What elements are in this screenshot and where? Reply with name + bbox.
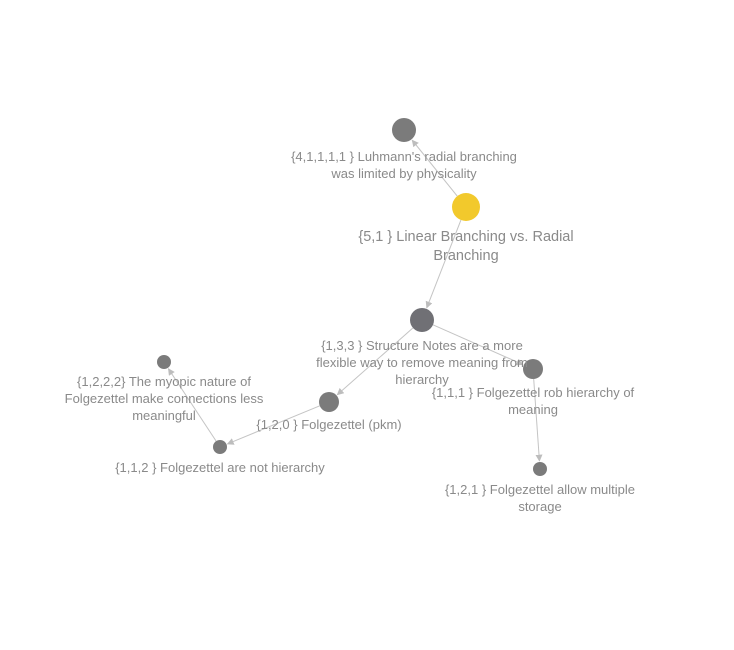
node-label-line: {1,3,3 } Structure Notes are a more	[321, 338, 523, 353]
node-label-line: meaningful	[132, 408, 196, 423]
node-label-line: Branching	[433, 248, 498, 264]
graph-node-n112[interactable]	[213, 440, 227, 454]
graph-node-n133[interactable]	[410, 308, 434, 332]
edge-n112-n1222	[167, 368, 217, 442]
node-label-line: was limited by physicality	[330, 166, 477, 181]
edge-n51-n133	[425, 219, 462, 309]
graph-node-n120[interactable]	[319, 392, 339, 412]
node-label-line: {4,1,1,1,1 } Luhmann's radial branching	[291, 149, 517, 164]
edges-layer	[167, 139, 543, 462]
node-label-line: {1,2,1 } Folgezettel allow multiple	[445, 482, 635, 497]
node-label-line: {1,2,2,2} The myopic nature of	[77, 374, 251, 389]
graph-node-n111[interactable]	[523, 359, 543, 379]
nodes-layer	[157, 118, 547, 476]
labels-layer: {4,1,1,1,1 } Luhmann's radial branching w…	[65, 149, 635, 514]
node-label-n112[interactable]: {1,1,2 } Folgezettel are not hierarchy	[115, 460, 325, 475]
graph-node-n1222[interactable]	[157, 355, 171, 369]
node-label-line: {1,2,0 } Folgezettel (pkm)	[256, 417, 401, 432]
node-label-line: {5,1 } Linear Branching vs. Radial	[358, 229, 573, 245]
node-label-line: meaning	[508, 402, 558, 417]
node-label-n121[interactable]: {1,2,1 } Folgezettel allow multiple stora…	[445, 482, 635, 514]
node-label-line: storage	[518, 499, 561, 514]
edge-n133-n111	[432, 324, 524, 366]
node-label-line: {1,1,2 } Folgezettel are not hierarchy	[115, 460, 325, 475]
node-label-line: {1,1,1 } Folgezettel rob hierarchy of	[432, 385, 635, 400]
node-label-n1222[interactable]: {1,2,2,2} The myopic nature of Folgezette…	[65, 374, 264, 423]
edge-n51-n4111	[411, 139, 458, 197]
edge-n111-n121	[533, 378, 543, 462]
node-label-n133[interactable]: {1,3,3 } Structure Notes are a more flexi…	[316, 338, 528, 387]
graph-node-n51[interactable]	[452, 193, 480, 221]
node-label-line: flexible way to remove meaning from	[316, 355, 528, 370]
node-label-n120[interactable]: {1,2,0 } Folgezettel (pkm)	[256, 417, 401, 432]
edge-n120-n112	[226, 405, 320, 445]
node-label-n111[interactable]: {1,1,1 } Folgezettel rob hierarchy of mea…	[432, 385, 635, 417]
graph-node-n4111[interactable]	[392, 118, 416, 142]
node-label-line: hierarchy	[395, 372, 449, 387]
node-label-line: Folgezettel make connections less	[65, 391, 264, 406]
node-label-n4111[interactable]: {4,1,1,1,1 } Luhmann's radial branching w…	[291, 149, 517, 181]
edge-n133-n120	[336, 327, 414, 396]
graph-node-n121[interactable]	[533, 462, 547, 476]
